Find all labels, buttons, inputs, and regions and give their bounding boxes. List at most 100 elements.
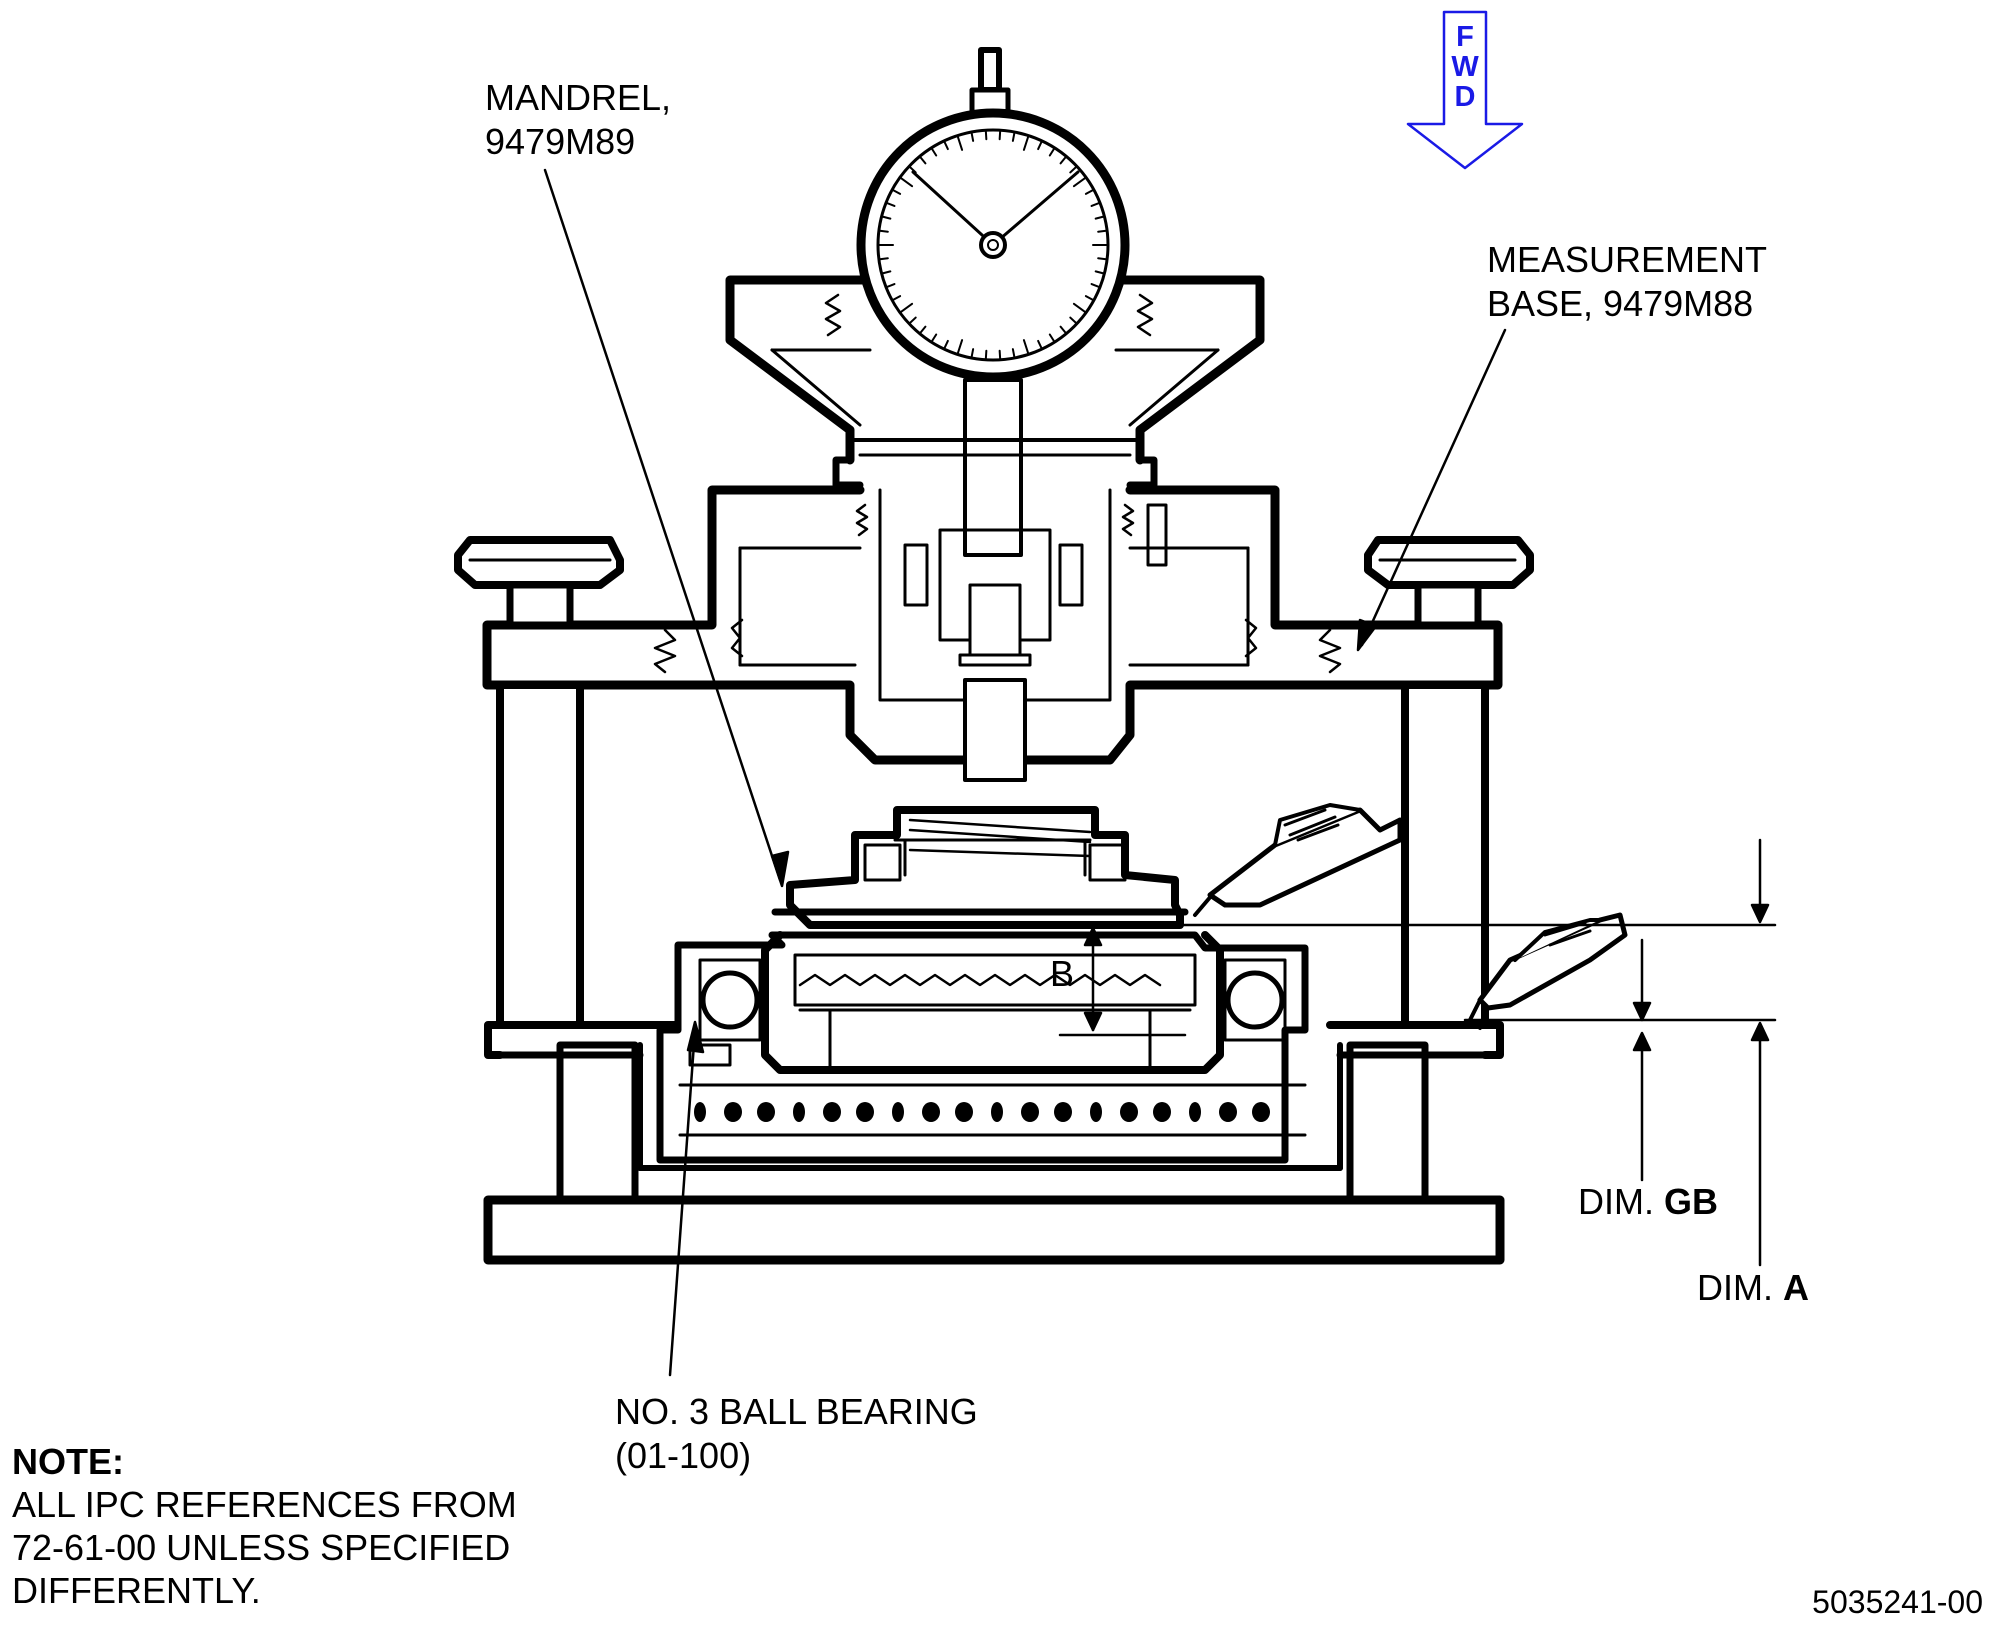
dial-tick: [908, 316, 917, 325]
dial-tick: [1090, 283, 1100, 288]
dial-tick: [943, 140, 949, 151]
fwd-letter: W: [1451, 51, 1479, 83]
bearing-hole: [991, 1102, 1003, 1122]
bearing-hole: [955, 1102, 973, 1122]
dial-tick: [1069, 316, 1078, 325]
dial-tick: [1037, 339, 1043, 350]
leader-lines: [543, 168, 1507, 1377]
bearing-assembly: [656, 931, 1309, 1164]
fwd-letter: F: [1456, 21, 1474, 53]
dim-a-prefix: DIM.: [1697, 1267, 1783, 1308]
bearing-holes: [694, 1102, 1270, 1122]
dial-tick: [998, 130, 1002, 141]
dial-tick: [1037, 140, 1043, 151]
dial-tick: [881, 270, 892, 275]
dial-tick: [1094, 215, 1105, 220]
bearing-hole: [1219, 1102, 1237, 1122]
mandrel: [771, 806, 1189, 929]
dial-tick: [899, 176, 914, 188]
upper-clamp: [1193, 803, 1403, 917]
measurement-base-label-line: BASE, 9479M88: [1487, 283, 1754, 324]
dim-gb-value: GB: [1664, 1181, 1718, 1222]
dial-tick: [943, 339, 949, 350]
dial-tick: [984, 349, 988, 360]
dial-tick: [1072, 302, 1087, 314]
bearing-hole: [1252, 1102, 1270, 1122]
measurement-base-label: MEASUREMENT BASE, 9479M88: [1487, 238, 1767, 326]
bearing-hole: [892, 1102, 904, 1122]
fwd-letter: D: [1454, 81, 1476, 113]
dial-tick: [998, 349, 1002, 360]
bearing-hole: [757, 1102, 775, 1122]
dial-tick: [881, 215, 892, 220]
dial-tick: [1072, 176, 1087, 188]
dial-tick: [1084, 189, 1094, 195]
ball-bearing-label: NO. 3 BALL BEARING (01-100): [615, 1390, 978, 1478]
bearing-hole: [823, 1102, 841, 1122]
dial-gauge: [856, 47, 1130, 382]
dial-tick: [956, 339, 964, 355]
dial-tick: [1090, 202, 1100, 207]
dial-tick: [1097, 257, 1108, 261]
dial-tick: [878, 229, 889, 233]
dial-tick: [919, 156, 927, 165]
dial-tick: [1011, 132, 1016, 142]
dial-tick: [1011, 348, 1016, 358]
dial-tick: [970, 348, 975, 358]
measurement-base: [482, 485, 1503, 782]
bearing-hole: [1054, 1102, 1072, 1122]
lower-clamp: [1468, 912, 1628, 1030]
bearing-hole: [922, 1102, 940, 1122]
dim-a-label: DIM. A: [1697, 1266, 1809, 1310]
mandrel-label-line: MANDREL,: [485, 77, 672, 118]
dim-a-value: A: [1783, 1267, 1809, 1308]
note-line: ALL IPC REFERENCES FROM: [12, 1484, 517, 1525]
dial-ticks: [878, 130, 1108, 360]
bearing-hole: [1120, 1102, 1138, 1122]
dial-tick: [892, 295, 902, 301]
dial-tick: [892, 189, 902, 195]
fwd-arrow: [1406, 10, 1524, 170]
bearing-hole: [856, 1102, 874, 1122]
dial-tick: [1059, 156, 1067, 165]
dial-tick: [1069, 165, 1078, 174]
dial-tick: [1022, 135, 1030, 151]
dial-tick: [1059, 325, 1067, 334]
dial-tick: [930, 147, 938, 157]
note-line: DIFFERENTLY.: [12, 1570, 261, 1611]
dial-tick: [1048, 147, 1056, 157]
mandrel-label-line: 9479M89: [485, 121, 636, 162]
right-knob: [1364, 536, 1534, 629]
bottom-base: [483, 1042, 1505, 1265]
middle-plate: [484, 1021, 1504, 1059]
dial-tick: [1097, 229, 1108, 233]
dial-tick: [878, 257, 889, 261]
dim-gb-label: DIM. GB: [1578, 1180, 1718, 1224]
dial-tick: [1094, 270, 1105, 275]
dial-tick: [908, 165, 917, 174]
bearing-hole: [1090, 1102, 1102, 1122]
ball-bearing-label-line: NO. 3 BALL BEARING: [615, 1391, 978, 1432]
dial-tick: [1048, 333, 1056, 343]
dial-tick: [886, 283, 896, 288]
right-post: [1346, 681, 1489, 1204]
dim-b-label: B: [1050, 953, 1075, 994]
bearing-hole: [724, 1102, 742, 1122]
dim-gb-prefix: DIM.: [1578, 1181, 1664, 1222]
dial-tick: [970, 132, 975, 142]
note-line: 72-61-00 UNLESS SPECIFIED: [12, 1527, 511, 1568]
dial-tick: [1084, 295, 1094, 301]
dial-tick: [919, 325, 927, 334]
figure-number: 5035241-00: [1812, 1584, 1983, 1620]
bearing-hole: [694, 1102, 706, 1122]
dial-tick: [984, 130, 988, 141]
left-knob: [454, 536, 624, 629]
ball-bearing-label-line: (01-100): [615, 1435, 752, 1476]
dimension-lines: [1058, 838, 1777, 1267]
dial-tick: [886, 202, 896, 207]
dial-tick: [1022, 339, 1030, 355]
bearing-hole: [793, 1102, 805, 1122]
fwd-indicator-text: F W D: [1448, 22, 1482, 112]
bearing-hole: [1189, 1102, 1201, 1122]
